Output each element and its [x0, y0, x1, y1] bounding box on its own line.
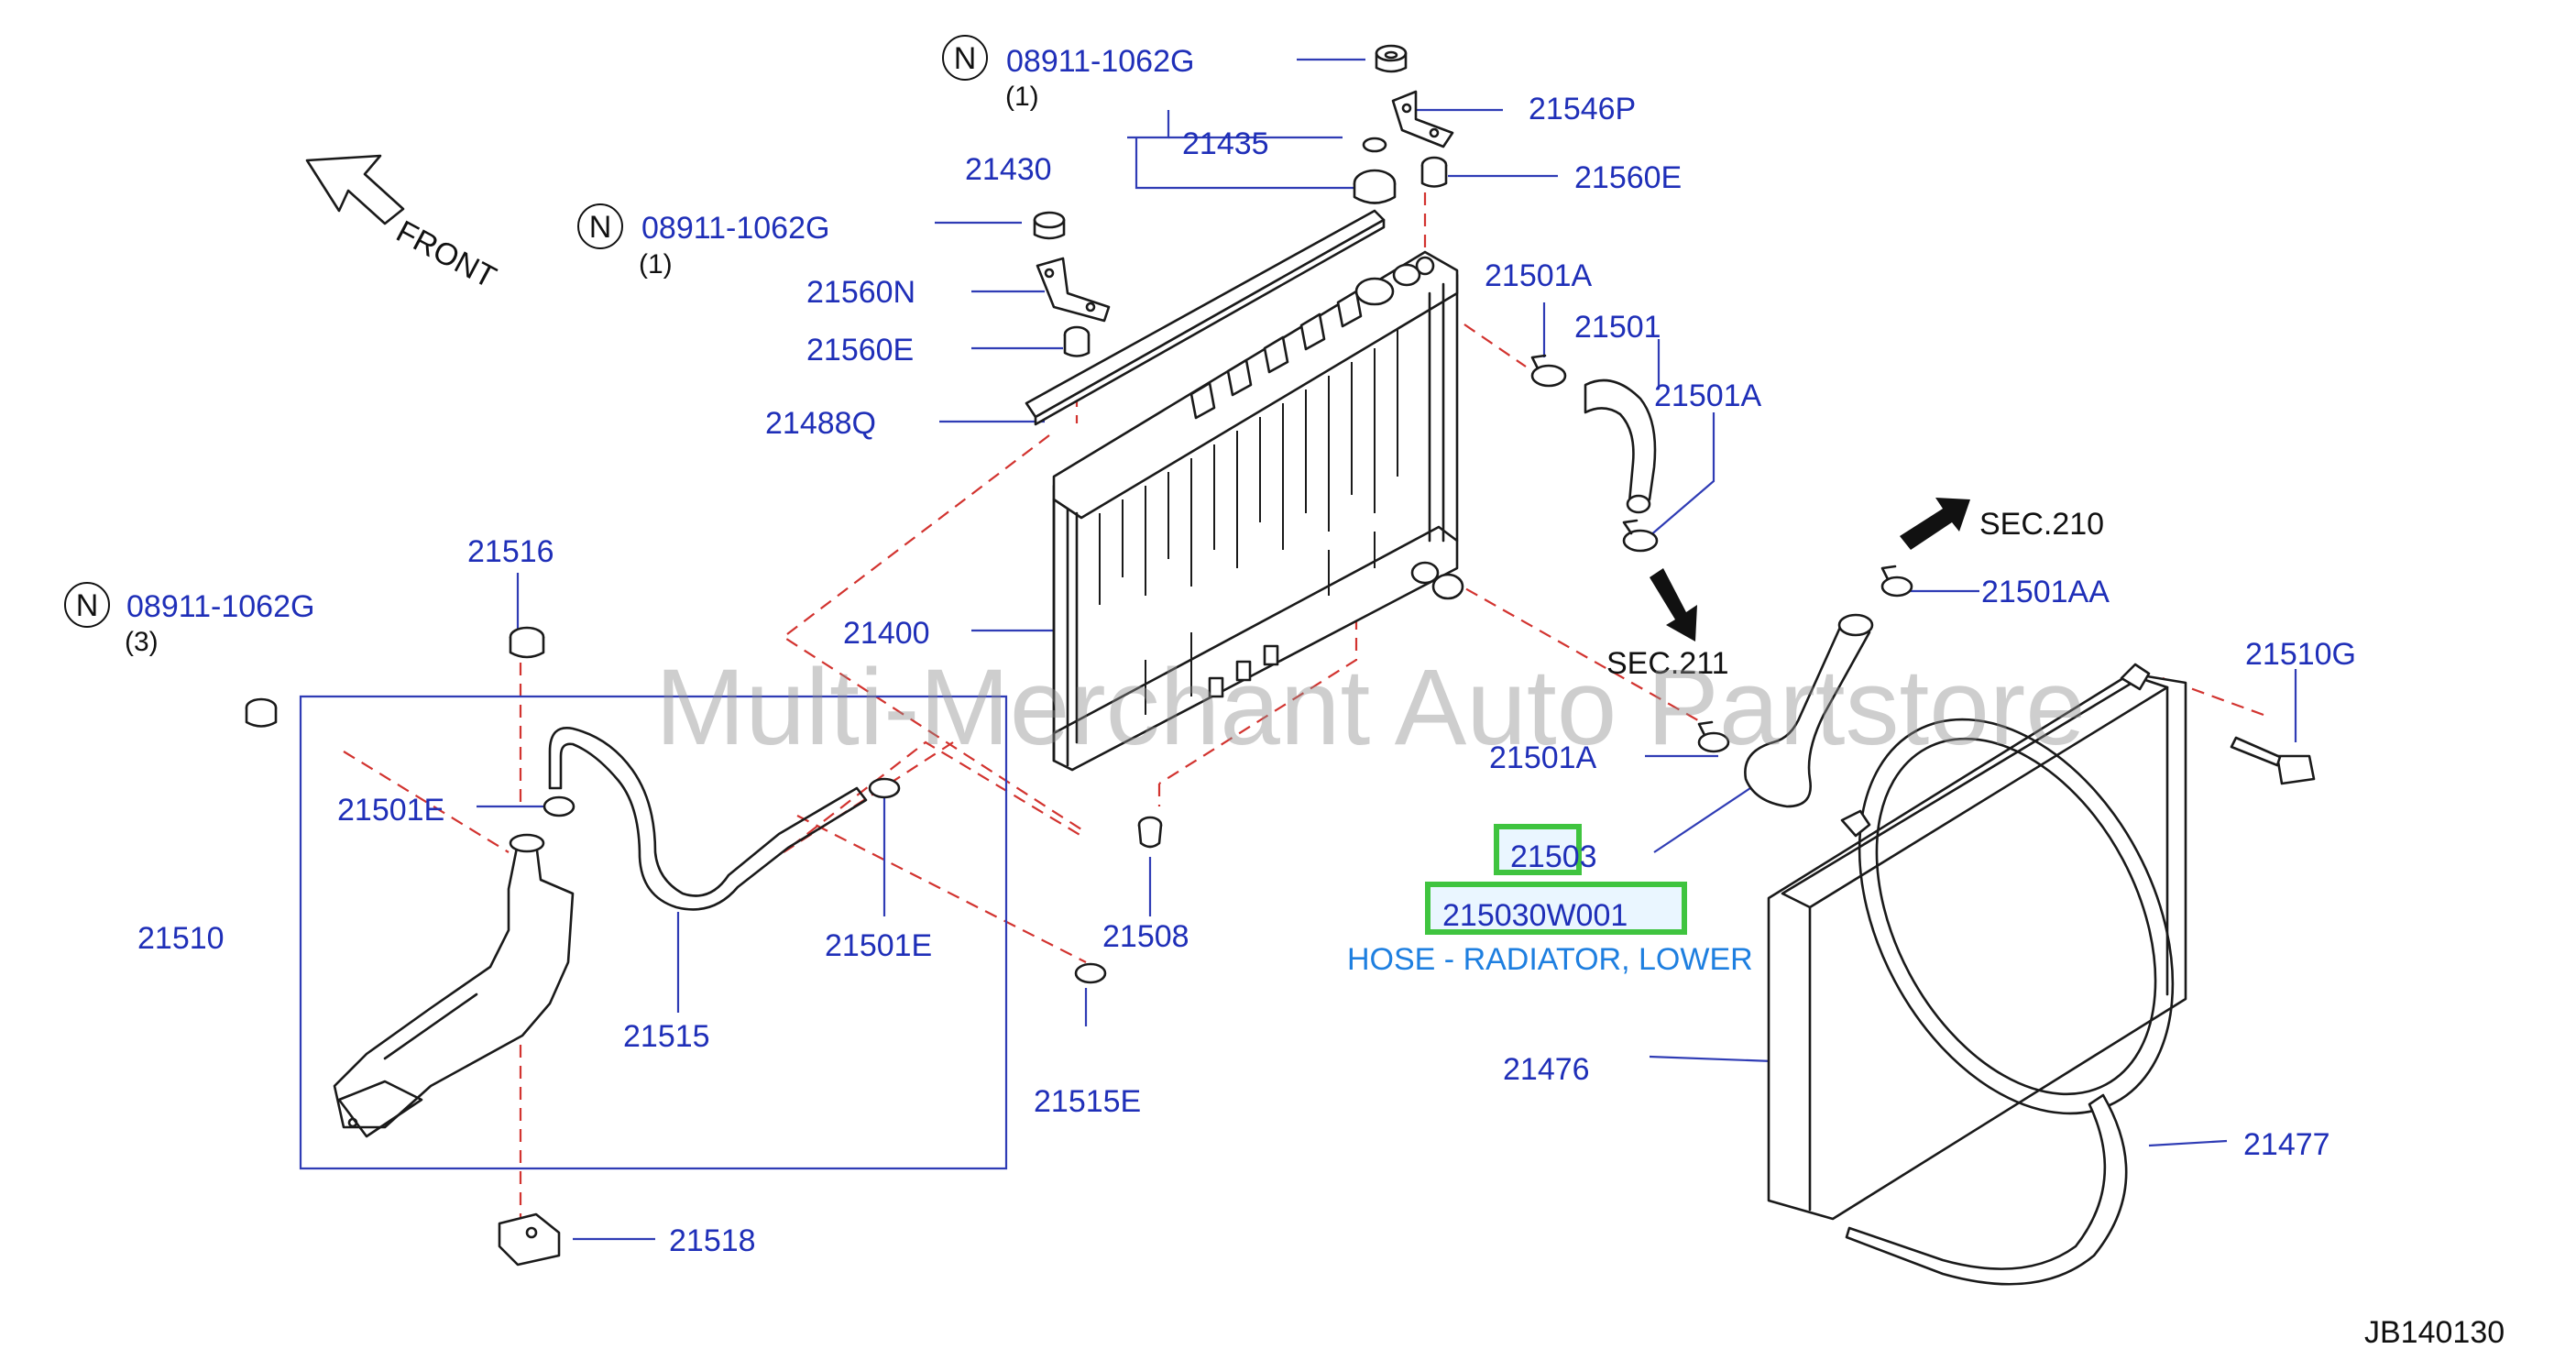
nut-left[interactable]: [245, 697, 278, 728]
lower-hose[interactable]: [1744, 613, 1874, 808]
label-mount-top-right[interactable]: 21560E: [1574, 160, 1682, 195]
bolt[interactable]: [2230, 736, 2316, 785]
nut-marker-left: N: [64, 582, 110, 628]
bracket-left[interactable]: [1036, 257, 1111, 323]
highlight-box-215030W001: [1425, 882, 1687, 935]
front-label: FRONT: [390, 214, 501, 296]
label-bracket-left[interactable]: 21560N: [806, 275, 915, 310]
svg-text:N: N: [589, 210, 612, 245]
label-clamp-lower[interactable]: 21501A: [1489, 740, 1597, 775]
label-nut-mid[interactable]: 08911-1062G: [641, 211, 829, 246]
nut-marker-top: N: [942, 35, 988, 81]
label-shroud-lower[interactable]: 21477: [2243, 1127, 2330, 1162]
label-hose-lower-pn[interactable]: 215030W001: [1442, 898, 1628, 933]
mount-top-right[interactable]: [1420, 156, 1448, 188]
label-clamp-upper-2[interactable]: 21501A: [1654, 378, 1762, 413]
label-cap[interactable]: 21430: [965, 152, 1052, 187]
label-cap-seal[interactable]: 21435: [1182, 126, 1269, 161]
label-hose-lower-desc: HOSE - RADIATOR, LOWER: [1347, 942, 1753, 977]
radiator-tank-fins: [1189, 290, 1363, 420]
cap-seal[interactable]: [1362, 137, 1387, 153]
shroud-lower[interactable]: [1845, 1093, 2128, 1286]
mount-top-left[interactable]: [1063, 325, 1091, 357]
clamp-lower-top[interactable]: [1880, 565, 1913, 598]
upper-hose[interactable]: [1584, 378, 1657, 514]
drain-plug[interactable]: [1137, 816, 1163, 849]
reservoir-bracket[interactable]: [498, 1212, 561, 1267]
nut-top[interactable]: [1375, 44, 1408, 73]
clamp-lower[interactable]: [1697, 720, 1730, 753]
label-nut-top-qty: (1): [1005, 82, 1039, 112]
label-clamp-res-3[interactable]: 21515E: [1034, 1084, 1141, 1119]
clamp-upper-2[interactable]: [1622, 519, 1659, 553]
nut-mid[interactable]: [1033, 211, 1066, 240]
clamp-upper-1[interactable]: [1530, 354, 1567, 388]
label-reservoir[interactable]: 21510: [137, 921, 225, 956]
radiator-cap[interactable]: [1353, 169, 1397, 204]
radiator[interactable]: [1052, 250, 1464, 772]
diagram-id: JB140130: [2364, 1315, 2505, 1350]
reservoir-hose[interactable]: [548, 727, 868, 911]
label-hose-upper[interactable]: 21501: [1574, 310, 1661, 345]
label-mount-top-left[interactable]: 21560E: [806, 333, 914, 367]
reservoir-tank[interactable]: [333, 833, 575, 1138]
arrow-sec-210: [1900, 498, 1970, 550]
label-clamp-res-2[interactable]: 21501E: [825, 928, 932, 963]
bracket-right[interactable]: [1391, 90, 1454, 148]
svg-text:N: N: [954, 41, 977, 76]
label-clamp-res-1[interactable]: 21501E: [337, 793, 444, 828]
label-radiator[interactable]: 21400: [843, 616, 930, 651]
label-bolt[interactable]: 21510G: [2245, 637, 2356, 672]
arrow-sec-211: [1650, 568, 1697, 642]
watermark: Multi-Merchant Auto Partstore: [655, 647, 2086, 768]
label-res-hose[interactable]: 21515: [623, 1019, 710, 1054]
highlight-box-21503: [1494, 824, 1582, 875]
svg-text:N: N: [76, 588, 99, 623]
label-reservoir-cap[interactable]: 21516: [467, 534, 554, 569]
label-nut-left-qty: (3): [125, 627, 159, 657]
label-sec-210[interactable]: SEC.210: [1979, 507, 2104, 542]
label-shroud[interactable]: 21476: [1503, 1052, 1590, 1087]
filler-neck: [1354, 256, 1464, 600]
clamp-res-3[interactable]: [1074, 962, 1107, 984]
seal-strip[interactable]: [1025, 209, 1386, 426]
nut-marker-mid: N: [577, 203, 623, 249]
label-hose-lower[interactable]: 21503: [1510, 839, 1597, 874]
label-res-bracket[interactable]: 21518: [669, 1223, 756, 1258]
fan-shroud[interactable]: [1767, 663, 2236, 1221]
leader-lines: [299, 58, 2297, 1241]
label-bracket-right[interactable]: 21546P: [1529, 92, 1636, 126]
label-clamp-lower-top[interactable]: 21501AA: [1981, 575, 2110, 609]
label-nut-top[interactable]: 08911-1062G: [1006, 44, 1194, 79]
reservoir-cap[interactable]: [509, 626, 545, 659]
label-nut-mid-qty: (1): [639, 249, 673, 280]
label-sec-211[interactable]: SEC.211: [1606, 646, 1729, 681]
label-seal-strip[interactable]: 21488Q: [765, 406, 876, 441]
label-clamp-upper-1[interactable]: 21501A: [1485, 258, 1593, 293]
label-nut-left[interactable]: 08911-1062G: [126, 589, 314, 624]
clamp-res-1[interactable]: [543, 795, 575, 817]
clamp-res-2[interactable]: [868, 777, 901, 799]
label-drain-plug[interactable]: 21508: [1102, 919, 1189, 954]
front-arrow-icon: [305, 154, 405, 225]
